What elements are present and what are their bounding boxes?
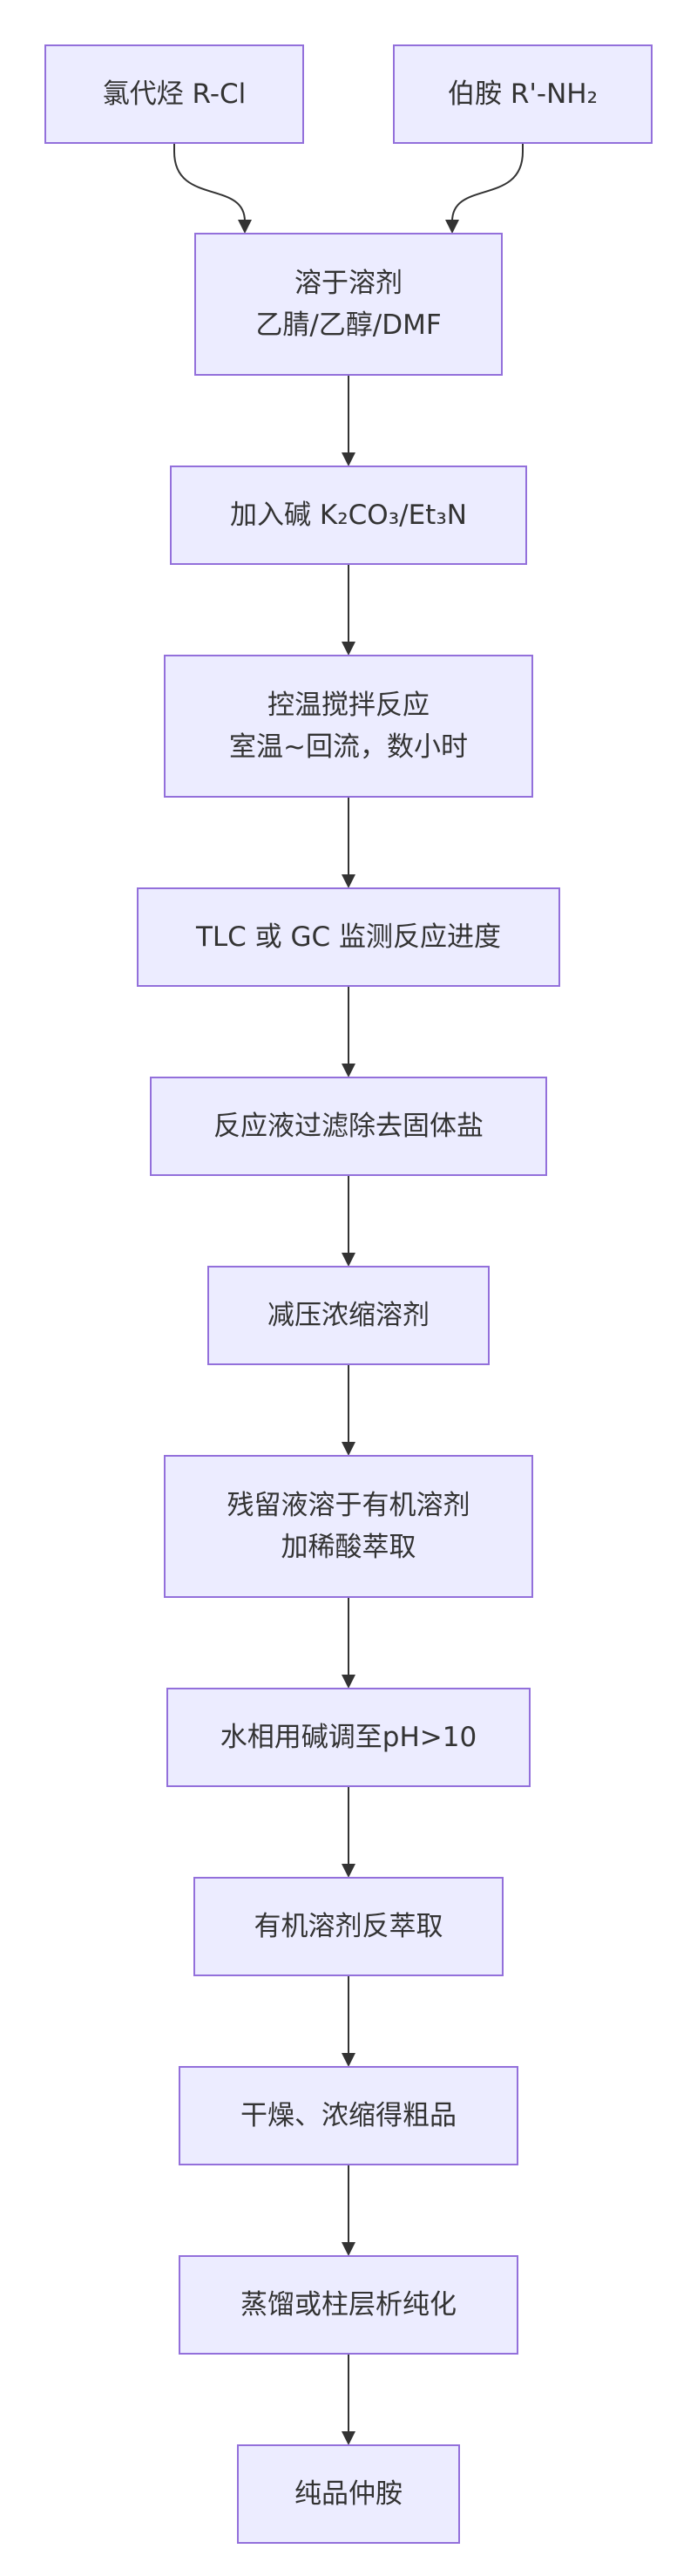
node-primary-amine: 伯胺 R'-NH₂ xyxy=(393,44,653,144)
arrowhead xyxy=(342,452,355,466)
node-monitor: TLC 或 GC 监测反应进度 xyxy=(137,887,560,987)
node-box xyxy=(44,44,304,144)
node-box xyxy=(150,1077,547,1176)
arrowhead xyxy=(342,874,355,888)
arrowhead xyxy=(342,2053,355,2067)
node-label: 室温~回流，数小时 xyxy=(229,731,468,763)
arrowhead xyxy=(342,1864,355,1878)
arrowhead xyxy=(342,642,355,656)
node-box xyxy=(170,466,527,565)
node-box xyxy=(164,1455,533,1598)
node-label: 反应液过滤除去固体盐 xyxy=(213,1111,484,1142)
arrowhead xyxy=(342,1253,355,1267)
node-label: 干燥、浓缩得粗品 xyxy=(240,2100,457,2131)
node-label: 加稀酸萃取 xyxy=(281,1532,416,1563)
arrowhead xyxy=(445,220,459,234)
node-label: 纯品仲胺 xyxy=(294,2478,403,2510)
node-label: 有机溶剂反萃取 xyxy=(254,1911,443,1942)
edge-line xyxy=(173,143,246,222)
edge-line xyxy=(451,143,524,222)
node-label: 乙腈/乙醇/DMF xyxy=(255,309,441,341)
node-box xyxy=(179,2255,518,2355)
node-purify: 蒸馏或柱层析纯化 xyxy=(179,2255,518,2355)
edge-primary-amine-to-dissolve xyxy=(451,143,524,222)
arrowhead xyxy=(342,1064,355,1077)
node-back-extract: 有机溶剂反萃取 xyxy=(193,1877,504,1976)
node-basify: 水相用碱调至pH>10 xyxy=(166,1688,531,1787)
node-label: 氯代烃 R-Cl xyxy=(103,78,247,110)
node-box xyxy=(137,887,560,987)
edge-alkyl-chloride-to-dissolve xyxy=(173,143,246,222)
edges-layer xyxy=(173,143,524,2445)
node-label: 加入碱 K₂CO₃/Et₃N xyxy=(230,500,467,531)
arrowhead xyxy=(342,1675,355,1689)
node-box xyxy=(237,2444,460,2544)
node-box xyxy=(194,233,503,376)
node-dry: 干燥、浓缩得粗品 xyxy=(179,2066,518,2165)
node-box xyxy=(179,2066,518,2165)
arrowhead xyxy=(342,2431,355,2445)
node-filter: 反应液过滤除去固体盐 xyxy=(150,1077,547,1176)
arrowhead xyxy=(342,2242,355,2256)
node-concentrate: 减压浓缩溶剂 xyxy=(207,1266,490,1365)
node-label: TLC 或 GC 监测反应进度 xyxy=(195,921,501,953)
node-product: 纯品仲胺 xyxy=(237,2444,460,2544)
node-add-base: 加入碱 K₂CO₃/Et₃N xyxy=(170,466,527,565)
node-box xyxy=(166,1688,531,1787)
node-box xyxy=(207,1266,490,1365)
node-box xyxy=(193,1877,504,1976)
node-box xyxy=(164,655,533,798)
node-label: 伯胺 R'-NH₂ xyxy=(448,78,598,110)
node-label: 水相用碱调至pH>10 xyxy=(220,1722,477,1753)
node-label: 减压浓缩溶剂 xyxy=(267,1300,430,1331)
arrowhead xyxy=(342,1442,355,1456)
node-label: 控温搅拌反应 xyxy=(267,690,430,721)
node-alkyl-chloride: 氯代烃 R-Cl xyxy=(44,44,304,144)
arrowhead xyxy=(238,220,252,234)
node-label: 残留液溶于有机溶剂 xyxy=(227,1490,470,1521)
node-label: 溶于溶剂 xyxy=(294,268,403,299)
node-label: 蒸馏或柱层析纯化 xyxy=(240,2289,457,2321)
node-box xyxy=(393,44,653,144)
